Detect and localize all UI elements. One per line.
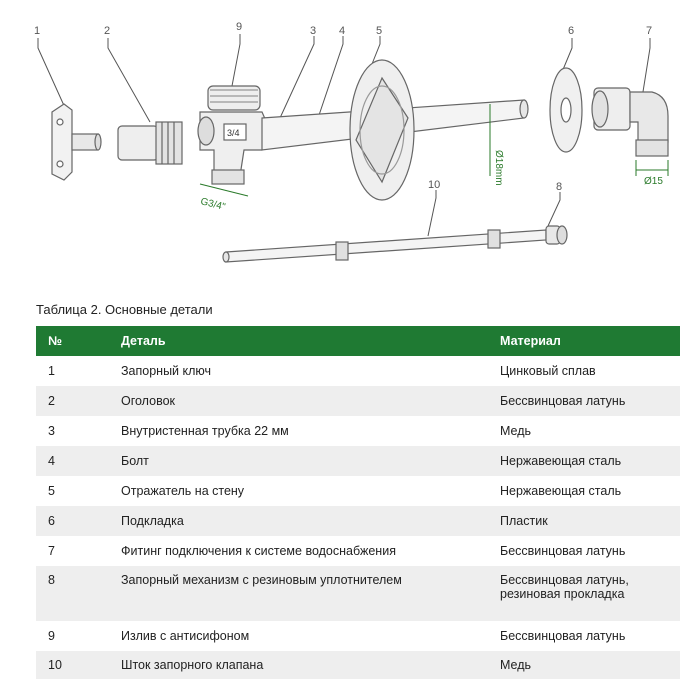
row-part: Отражатель на стену xyxy=(121,484,245,498)
shutoff-mechanism-part xyxy=(545,225,568,245)
callout-10: 10 xyxy=(428,179,440,191)
parts-table: № Деталь Материал 1 Запорный ключ Цинков… xyxy=(36,326,680,679)
row-part: Шток запорного клапана xyxy=(121,658,264,672)
row-material: Нержавеющая сталь xyxy=(500,484,622,498)
row-part: Излив с антисифоном xyxy=(121,629,250,643)
callout-6: 6 xyxy=(568,25,574,37)
table-row: 10 Шток запорного клапана Медь xyxy=(36,651,680,679)
exploded-parts-diagram: 1 2 9 3 4 5 6 7 10 8 3/4 G3/4" xyxy=(34,21,669,263)
row-material: Бессвинцовая латунь xyxy=(500,394,626,408)
callout-3: 3 xyxy=(310,25,316,37)
key-part xyxy=(51,103,102,181)
table-row: 9 Излив с антисифоном Бессвинцовая латун… xyxy=(36,621,680,651)
valve-stem-part xyxy=(222,229,547,263)
fitting-dimension-label: Ø15 xyxy=(644,176,663,187)
table-caption: Таблица 2. Основные детали xyxy=(36,302,213,317)
row-material: Нержавеющая сталь xyxy=(500,454,622,468)
row-part: Внутристенная трубка 22 мм xyxy=(121,424,289,438)
row-part: Болт xyxy=(121,454,149,468)
row-material: Медь xyxy=(500,424,532,438)
callout-1: 1 xyxy=(34,25,40,37)
fitting-part xyxy=(591,87,669,157)
callout-7: 7 xyxy=(646,25,652,37)
row-number: 9 xyxy=(48,629,55,643)
row-material-line2: резиновая прокладка xyxy=(500,587,625,601)
callout-5: 5 xyxy=(376,25,382,37)
row-material: Бессвинцовая латунь xyxy=(500,629,626,643)
header-material: Материал xyxy=(500,334,561,348)
row-number: 2 xyxy=(48,394,55,408)
callout-9: 9 xyxy=(236,21,242,33)
row-number: 4 xyxy=(48,454,55,468)
row-material: Цинковый сплав xyxy=(500,364,596,378)
header-number: № xyxy=(48,334,62,348)
table-row: 6 Подкладка Пластик xyxy=(36,506,680,536)
fitting-dimension xyxy=(635,160,669,176)
row-material: Медь xyxy=(500,658,532,672)
row-material: Бессвинцовая латунь xyxy=(500,544,626,558)
wall-deflector-part xyxy=(349,59,415,201)
valve-body-part: 3/4 xyxy=(197,85,271,185)
table-row: 1 Запорный ключ Цинковый сплав xyxy=(36,356,680,386)
thread-dimension xyxy=(199,183,249,197)
row-number: 10 xyxy=(48,658,62,672)
row-part: Подкладка xyxy=(121,514,184,528)
table-row: 5 Отражатель на стену Нержавеющая сталь xyxy=(36,476,680,506)
callout-8: 8 xyxy=(556,181,562,193)
row-material-line1: Бессвинцовая латунь, xyxy=(500,573,629,587)
row-number: 8 xyxy=(48,573,55,587)
thread-dimension-label: G3/4" xyxy=(199,196,227,213)
row-number: 1 xyxy=(48,364,55,378)
table-row: 7 Фитинг подключения к системе водоснабж… xyxy=(36,536,680,566)
row-part: Запорный механизм с резиновым уплотнител… xyxy=(121,573,402,587)
pipe-dimension-label: Ø18mm xyxy=(493,150,504,186)
row-number: 3 xyxy=(48,424,55,438)
table-row: 2 Оголовок Бессвинцовая латунь xyxy=(36,386,680,416)
washer-part xyxy=(549,67,583,153)
header-part: Деталь xyxy=(121,334,166,348)
valve-marking: 3/4 xyxy=(227,128,240,138)
table-row: 3 Внутристенная трубка 22 мм Медь xyxy=(36,416,680,446)
row-number: 6 xyxy=(48,514,55,528)
row-number: 5 xyxy=(48,484,55,498)
table-row: 8 Запорный механизм с резиновым уплотнит… xyxy=(36,566,680,621)
row-material: Пластик xyxy=(500,514,548,528)
table-row: 4 Болт Нержавеющая сталь xyxy=(36,446,680,476)
table-header-row: № Деталь Материал xyxy=(36,326,680,356)
row-part: Оголовок xyxy=(121,394,175,408)
row-part: Фитинг подключения к системе водоснабжен… xyxy=(121,544,396,558)
callout-2: 2 xyxy=(104,25,110,37)
row-material: Бессвинцовая латунь, резиновая прокладка xyxy=(488,566,680,621)
callout-4: 4 xyxy=(339,25,345,37)
head-part xyxy=(117,121,183,165)
row-number: 7 xyxy=(48,544,55,558)
row-part: Запорный ключ xyxy=(121,364,212,378)
